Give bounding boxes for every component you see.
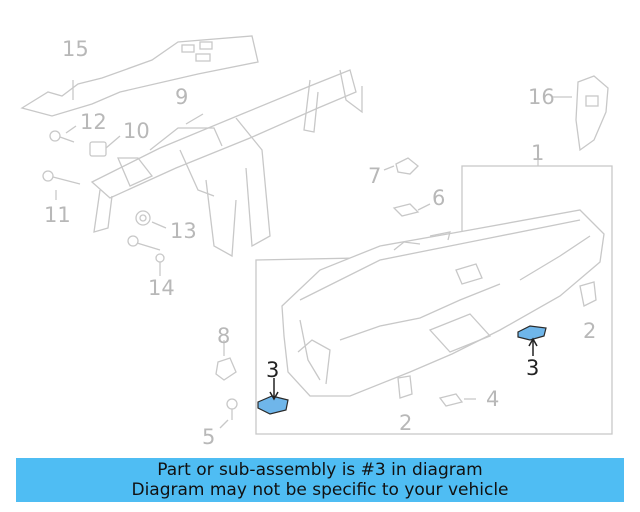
callout-14: 14 [148, 276, 175, 300]
callout-7: 7 [368, 164, 381, 188]
callout-11: 11 [44, 203, 71, 227]
part-3-highlight-right [517, 325, 547, 356]
part-10-clip [89, 135, 121, 157]
part-11-stud [42, 170, 81, 200]
callout-15: 15 [62, 37, 89, 61]
part-15-bracket-plate [20, 35, 259, 117]
callout-2-right: 2 [583, 319, 596, 343]
callout-3-right: 3 [526, 356, 539, 380]
part-13-nut [135, 210, 167, 229]
callout-1: 1 [531, 141, 544, 165]
banner-line-1: Part or sub-assembly is #3 in diagram [157, 460, 483, 480]
part-3-highlight-left [257, 378, 289, 415]
callout-8: 8 [217, 324, 230, 348]
callout-3-left: 3 [266, 358, 279, 382]
part-4-clip [438, 393, 476, 407]
part-6-bracket [392, 203, 431, 217]
callout-9: 9 [175, 85, 188, 109]
banner-line-2: Diagram may not be specific to your vehi… [131, 480, 509, 500]
callout-4: 4 [486, 387, 499, 411]
part-2-clip-right [579, 281, 597, 307]
callout-6: 6 [432, 186, 445, 210]
part-14-bolt [127, 235, 165, 276]
callout-5: 5 [202, 425, 215, 449]
part-7-clip [383, 157, 419, 175]
part-16-side-cover [552, 75, 609, 152]
info-banner: Part or sub-assembly is #3 in diagram Di… [16, 458, 624, 502]
part-8-fastener [215, 340, 237, 381]
callout-2-lower: 2 [399, 411, 412, 435]
part-1-instrument-panel [255, 154, 613, 435]
callout-10: 10 [123, 119, 150, 143]
part-5-bolt [219, 398, 238, 429]
callout-13: 13 [170, 219, 197, 243]
callout-12: 12 [80, 110, 107, 134]
part-2-clip-lower [397, 375, 413, 399]
part-12-bolt [49, 125, 77, 143]
part-9-support-beam [90, 69, 363, 258]
callout-16: 16 [528, 85, 555, 109]
